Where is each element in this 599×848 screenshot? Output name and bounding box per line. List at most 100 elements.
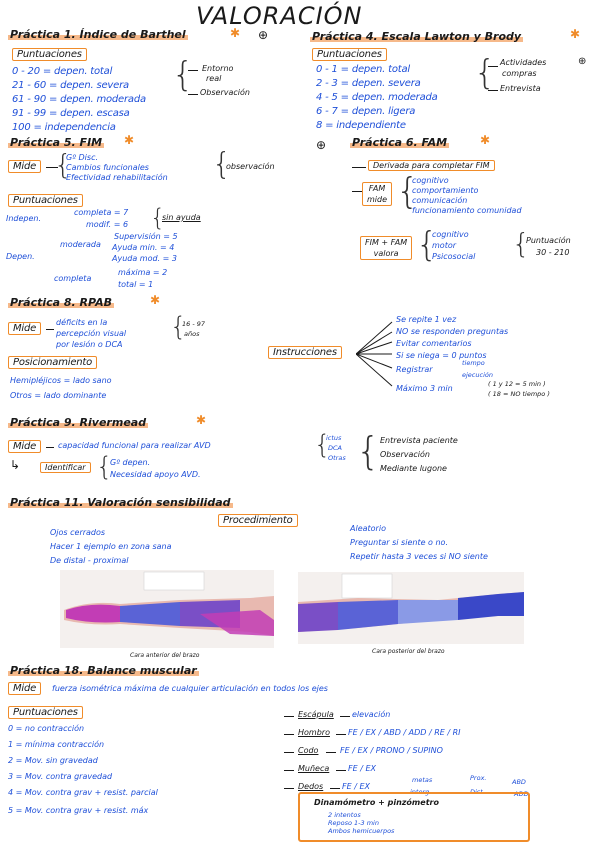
fam-item: funcionamiento comunidad	[412, 206, 522, 215]
barthel-entorno: Entorno	[202, 64, 234, 73]
brace: {	[170, 312, 187, 342]
lawton-entrevista: Entrevista	[500, 84, 541, 93]
mide-label: Mide	[8, 160, 42, 173]
rpab-anos: años	[184, 330, 200, 338]
lawton-actividades: Actividades	[500, 58, 547, 67]
fim-comp: completa = 7	[74, 208, 129, 217]
fam-mide: mide	[367, 195, 388, 204]
fim-depen: Depen.	[6, 252, 35, 261]
fim-sin-ayuda: sin ayuda	[162, 213, 201, 222]
barthel-row: 21 - 60 = depen. severa	[12, 80, 129, 91]
star-icon: ✱	[570, 27, 581, 41]
balance-muneca: Muñeca	[298, 764, 330, 773]
balance-escapula: Escápula	[298, 710, 334, 719]
dinamometro-label: Dinamómetro + pinzómetro	[314, 798, 439, 807]
sens-left: Hacer 1 ejemplo en zona sana	[50, 542, 172, 551]
star-icon: ✱	[230, 26, 241, 40]
dinamometro-item: 2 intentos	[328, 811, 361, 819]
sens-left: De distal - proximal	[50, 556, 129, 565]
balance-dedos-r: FE / EX	[342, 782, 370, 791]
fimfam-item: motor	[432, 241, 457, 250]
fim-sup: Supervisión = 5	[114, 232, 178, 241]
fimfam-item: Psicosocial	[432, 252, 476, 261]
lawton-compras: compras	[502, 69, 537, 78]
fim-item: Efectividad rehabilitación	[66, 173, 168, 182]
fimfam-label: FIM + FAM	[365, 238, 408, 247]
fam-item: cognitivo	[412, 176, 449, 185]
lawton-row: 8 = independiente	[316, 120, 406, 131]
balance-codo: Codo	[298, 746, 319, 755]
star-icon: ✱	[150, 293, 161, 307]
posicionamiento-label: Posicionamiento	[8, 356, 98, 369]
balance-fuerza: fuerza isométrica máxima de cualquier ar…	[52, 684, 328, 693]
puntuaciones-label: Puntuaciones	[312, 48, 387, 61]
barthel-observacion: Observación	[200, 88, 250, 97]
dinamometro-item: Reposo 1-3 min	[328, 819, 379, 827]
brace: {	[54, 148, 72, 181]
rpab-registrar: Registrar	[396, 365, 433, 374]
rpab-instr: Si se niega = 0 puntos	[396, 351, 487, 360]
brace: {	[150, 204, 166, 232]
fim-ayumod: Ayuda mod. = 3	[112, 254, 177, 263]
rpab-deficit: déficits en la	[56, 318, 108, 327]
section-heading-balance: Práctica 18. Balance muscular	[8, 664, 199, 677]
fim-max: máxima = 2	[118, 268, 168, 277]
rpab-hemi: Hemipléjicos = lado sano	[10, 376, 112, 385]
puntuaciones-label: Puntuaciones	[8, 194, 83, 207]
section-heading-sensibilidad: Práctica 11. Valoración sensibilidad	[8, 496, 233, 509]
rivermead-ictus: ictus	[326, 434, 342, 442]
sens-right: Aleatorio	[350, 524, 386, 533]
section-heading-rivermead: Práctica 9. Rivermead	[8, 416, 149, 429]
rpab-instr: Evitar comentarios	[396, 339, 472, 348]
brace: {	[416, 225, 438, 265]
anterior-caption: Cara anterior del brazo	[130, 652, 200, 659]
mide-label: Mide	[8, 440, 42, 453]
instr-lines	[356, 321, 393, 387]
balance-escapula-r: elevación	[352, 710, 391, 719]
sens-left: Ojos cerrados	[50, 528, 106, 537]
rpab-deficit: percepción visual	[56, 329, 127, 338]
plus-circle-icon: ⊕	[578, 56, 587, 67]
sens-right: Repetir hasta 3 veces si NO siente	[350, 552, 488, 561]
lawton-row: 0 - 1 = depen. total	[316, 64, 410, 75]
balance-dedos: Dedos	[298, 782, 324, 791]
mide-label: Mide	[8, 322, 42, 335]
procedimiento-label: Procedimiento	[218, 514, 298, 527]
fam-derivada: Derivada para completar FIM	[368, 160, 495, 171]
anterior-arm-image	[60, 570, 274, 648]
balance-abd: ABD	[512, 778, 526, 786]
brace: {	[96, 452, 113, 482]
rivermead-nec: Necesidad apoyo AVD.	[110, 470, 201, 479]
balance-hombro-r: FE / EX / ABD / ADD / RE / RI	[348, 728, 461, 737]
plus-circle-icon: ⊕	[258, 28, 269, 42]
fim-ayumin: Ayuda min. = 4	[112, 243, 175, 252]
fam-label: FAM	[368, 184, 386, 193]
rpab-tiempo: tiempo	[462, 359, 485, 367]
balance-muneca-r: FE / EX	[348, 764, 376, 773]
rivermead-right: Entrevista paciente	[380, 436, 458, 445]
fim-item: Gº Disc.	[66, 153, 99, 162]
brace: {	[474, 53, 496, 93]
rpab-note: ( 1 y 12 = 5 min )	[488, 380, 546, 388]
fim-indep: Indepen.	[6, 214, 42, 223]
barthel-row: 100 = independencia	[12, 122, 116, 133]
balance-metas: metas	[412, 776, 433, 784]
rivermead-g: Gº depen.	[110, 458, 151, 467]
fimfam-valora: valora	[373, 249, 399, 258]
posterior-caption: Cara posterior del brazo	[372, 648, 445, 655]
rivermead-capacidad: capacidad funcional para realizar AVD	[58, 441, 211, 450]
rpab-ages: 16 - 97	[182, 320, 206, 328]
balance-codo-r: FE / EX / PRONO / SUPINO	[340, 746, 443, 755]
brace: {	[356, 429, 381, 473]
balance-hombro: Hombro	[298, 728, 330, 737]
balance-row: 4 = Mov. contra grav + resist. parcial	[8, 788, 158, 797]
fimfam-box: FIM + FAM valora	[360, 236, 413, 260]
barthel-row: 91 - 99 = depen. escasa	[12, 108, 130, 119]
rpab-instr: NO se responden preguntas	[396, 327, 509, 336]
posterior-arm-image	[298, 572, 524, 644]
puntuaciones-label: Puntuaciones	[8, 706, 83, 719]
section-heading-rpab: Práctica 8. RPAB	[8, 296, 114, 309]
rivermead-otras: Otras	[328, 454, 346, 462]
fam-range: 30 - 210	[536, 248, 570, 257]
fam-box: FAM mide	[362, 182, 393, 206]
